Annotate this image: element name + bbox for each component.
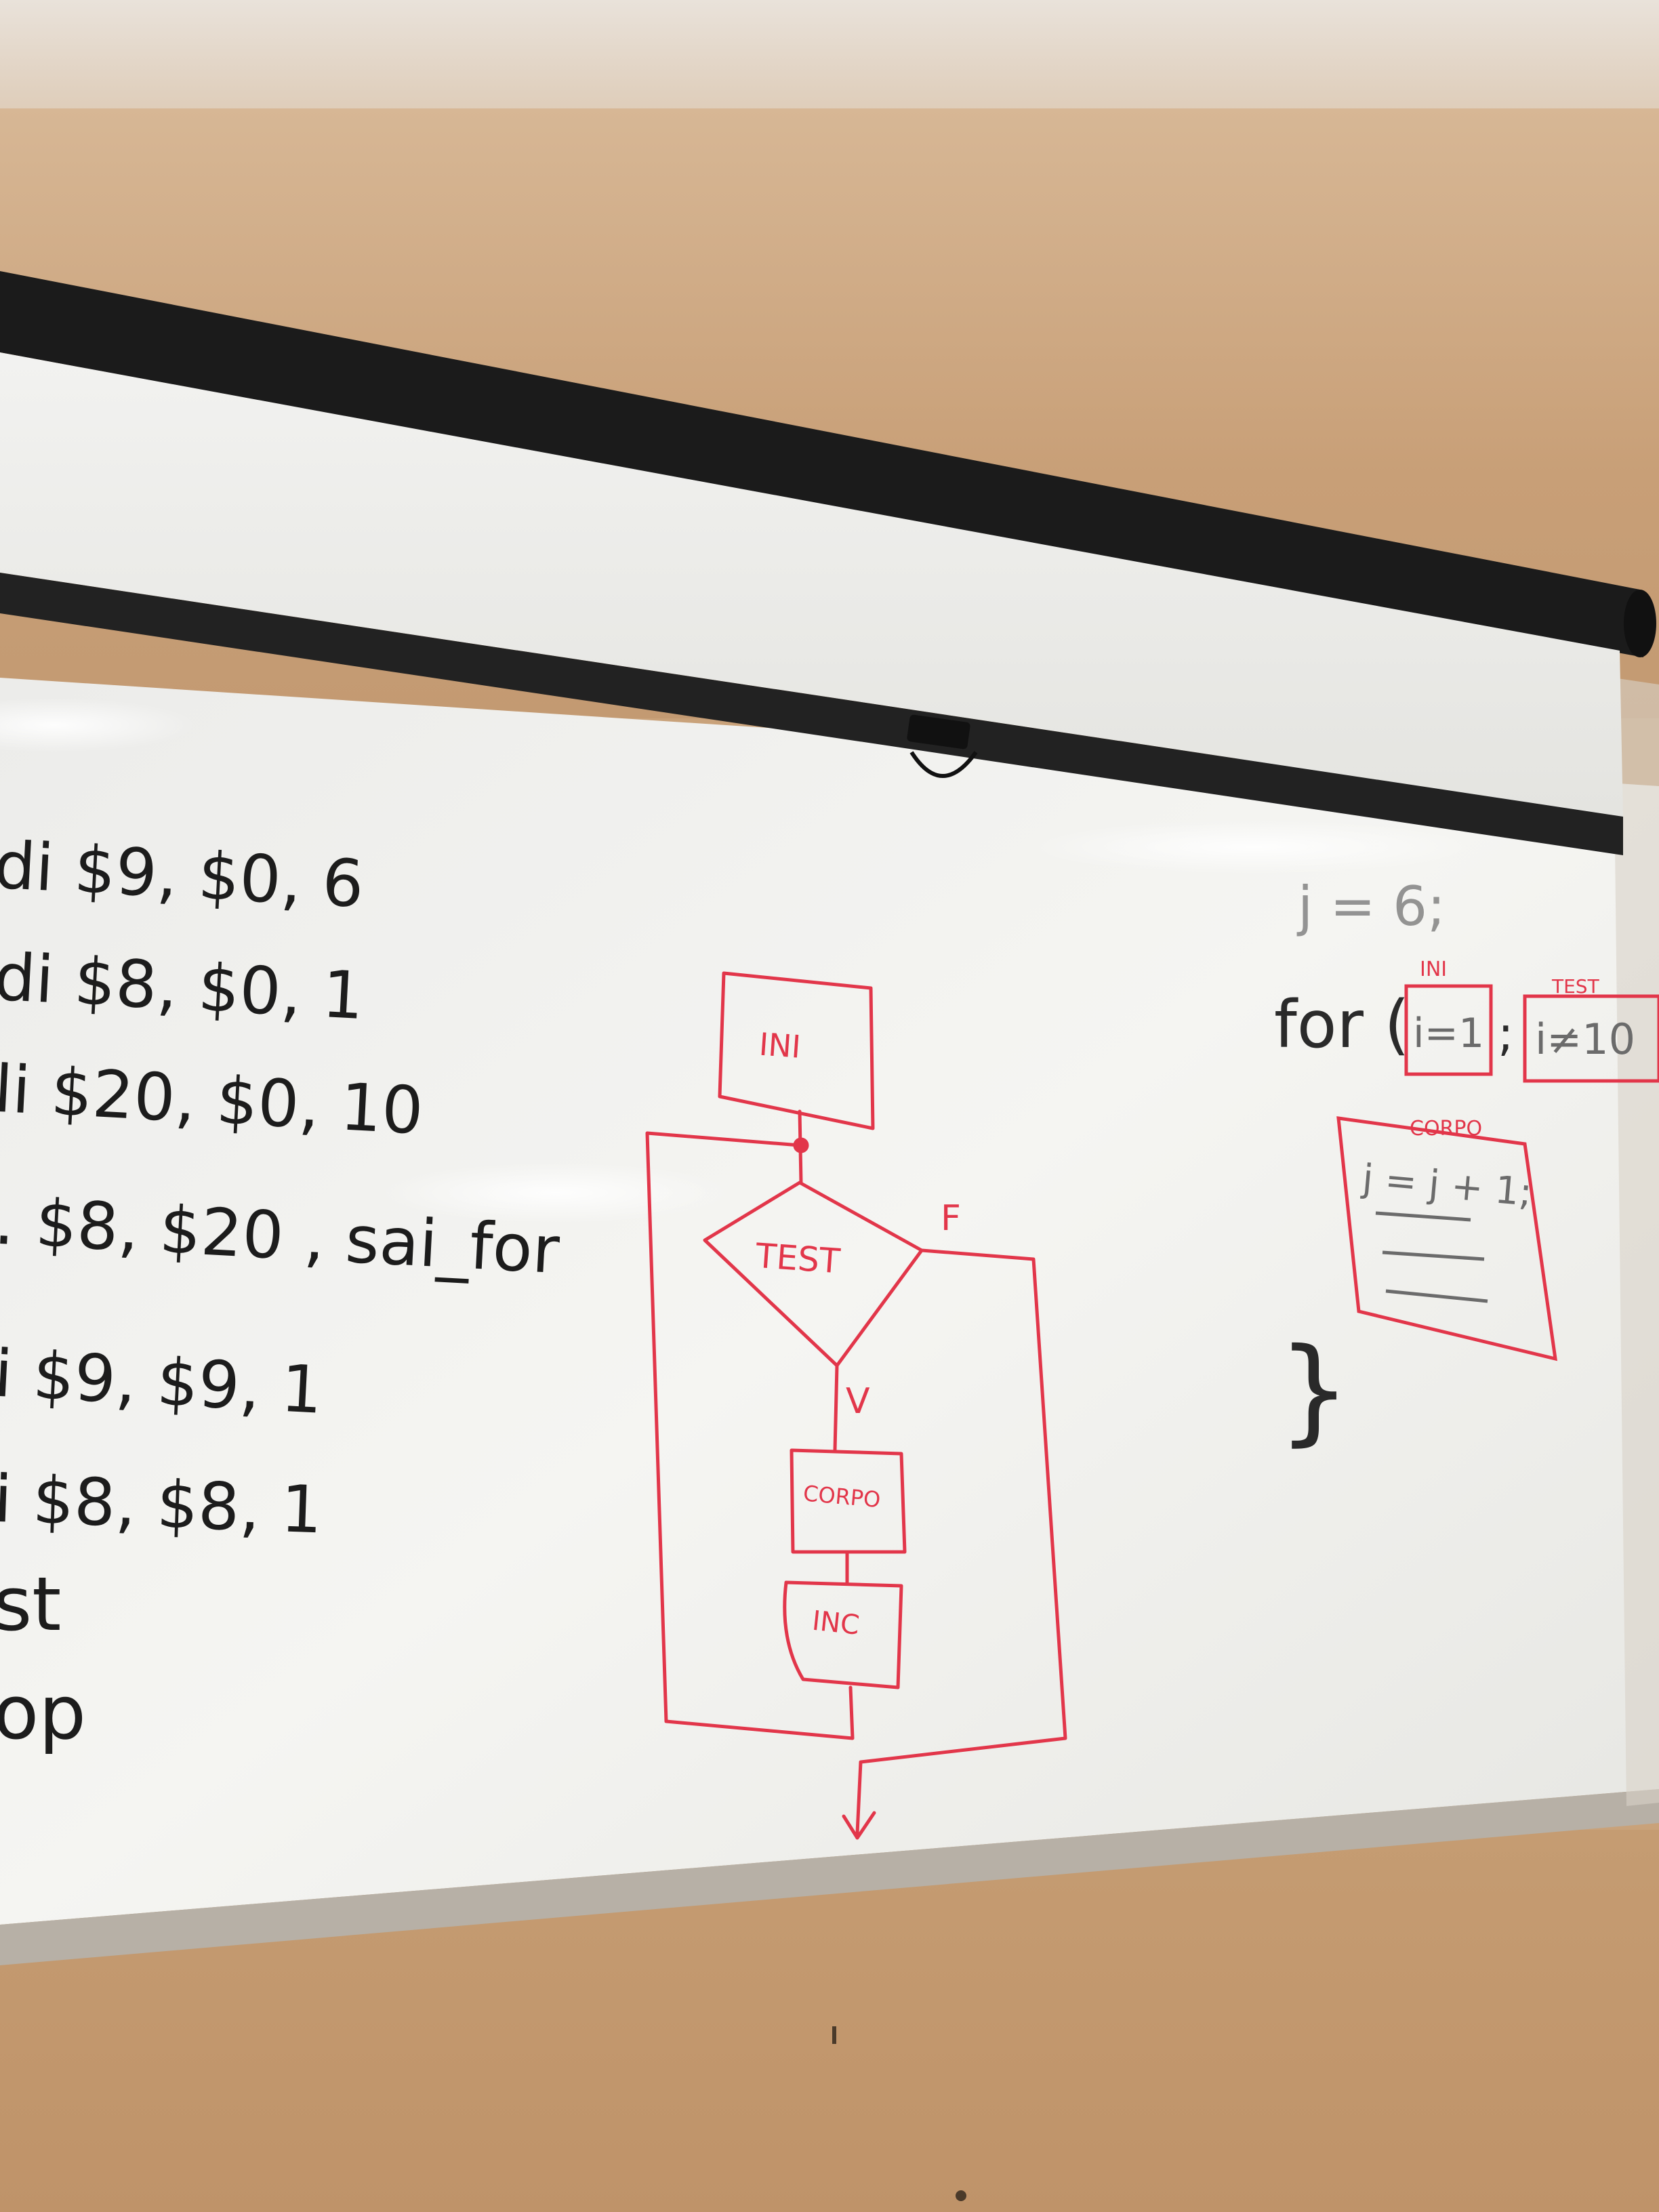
assembly-line-1: di $9, $0, 6 bbox=[0, 827, 366, 922]
whiteboard-right-frame bbox=[1613, 678, 1659, 1806]
test-expr: i≠10 bbox=[1535, 1015, 1635, 1064]
flowchart-labels: INI TEST F V CORPO INC bbox=[754, 1026, 961, 1641]
wall-dot bbox=[956, 2190, 966, 2201]
inc-label: INC bbox=[811, 1605, 861, 1641]
for-loop-code: j = 6; for ( INI i=1 ; TEST i≠10 CORPO j… bbox=[1274, 875, 1659, 1458]
for-keyword: for ( bbox=[1274, 987, 1410, 1063]
body-line-3 bbox=[1385, 1289, 1488, 1303]
test-tag: TEST bbox=[1551, 975, 1600, 998]
false-label: F bbox=[941, 1198, 961, 1239]
glare-middle bbox=[380, 1162, 732, 1223]
body-expr-box bbox=[1336, 1116, 1557, 1361]
inc-box bbox=[783, 1580, 903, 1689]
true-label: V bbox=[846, 1381, 870, 1422]
j-init-line: j = 6; bbox=[1296, 875, 1446, 938]
closing-brace: } bbox=[1277, 1324, 1351, 1458]
ini-tag: INI bbox=[1420, 958, 1447, 981]
screen-pull-loop bbox=[909, 751, 978, 778]
projector-casing-end bbox=[1624, 590, 1656, 657]
body-line-1 bbox=[1375, 1211, 1471, 1222]
ini-expr-box bbox=[1404, 984, 1493, 1076]
assembly-line-7: st bbox=[0, 1561, 61, 1647]
projector-casing bbox=[0, 271, 1643, 657]
exit-arrowhead bbox=[842, 1811, 876, 1840]
test-expr-box bbox=[1523, 994, 1659, 1083]
false-branch bbox=[855, 1248, 1067, 1835]
projector-screen-bar bbox=[0, 573, 1623, 855]
assembly-line-6: i $8, $8, 1 bbox=[0, 1461, 323, 1549]
screen-pull-handle[interactable] bbox=[907, 714, 971, 750]
whiteboard-tray bbox=[0, 1789, 1659, 1965]
assembly-line-2: di $8, $0, 1 bbox=[0, 939, 366, 1034]
glare-right bbox=[1030, 820, 1477, 874]
body-line-2 bbox=[1382, 1250, 1485, 1261]
body-tag: CORPO bbox=[1410, 1117, 1482, 1141]
assembly-line-8: op bbox=[0, 1669, 86, 1756]
glare-left bbox=[0, 698, 197, 752]
body-box bbox=[790, 1448, 907, 1554]
ini-box bbox=[718, 971, 875, 1130]
test-label: TEST bbox=[754, 1236, 842, 1282]
wall-mark bbox=[832, 2026, 836, 2044]
projector-screen bbox=[0, 352, 1623, 817]
flowchart bbox=[645, 971, 1067, 1840]
separator: ; bbox=[1498, 1006, 1514, 1062]
loop-back-line bbox=[645, 1131, 855, 1740]
test-to-body bbox=[833, 1364, 839, 1452]
whiteboard bbox=[0, 678, 1659, 1925]
assembly-line-5: i $9, $9, 1 bbox=[0, 1336, 325, 1429]
ini-expr: i=1 bbox=[1413, 1010, 1484, 1057]
ini-label: INI bbox=[758, 1026, 802, 1065]
